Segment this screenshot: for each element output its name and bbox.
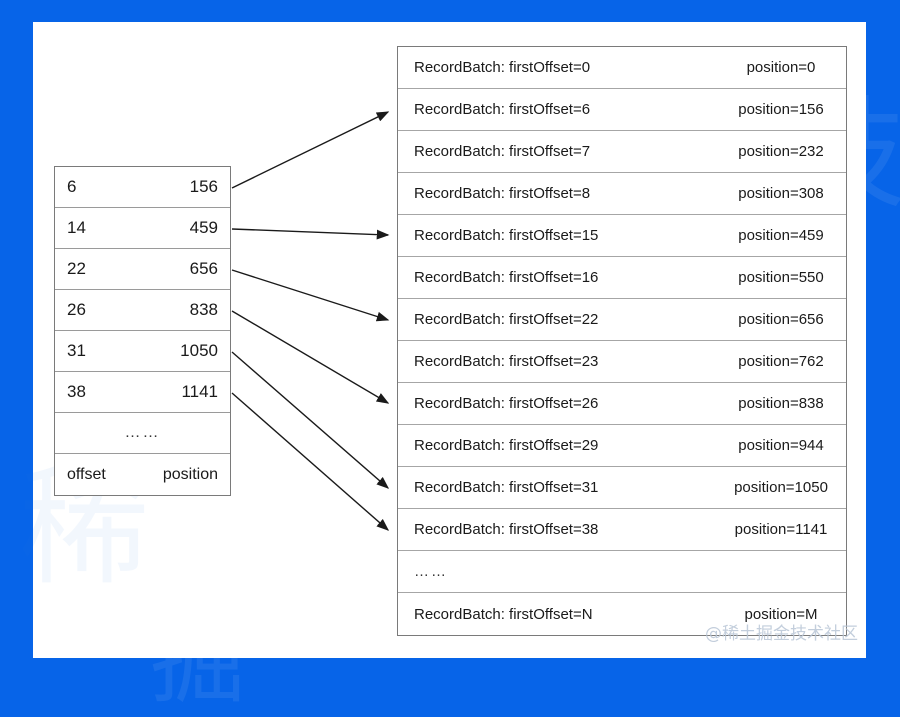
log-batch-label: RecordBatch: firstOffset=22 bbox=[414, 311, 599, 328]
arrow-offset-26-to-batch-26 bbox=[231, 310, 390, 404]
log-batch-label: RecordBatch: firstOffset=16 bbox=[414, 269, 599, 286]
index-row: 22 656 bbox=[55, 249, 230, 290]
log-batch-label: RecordBatch: firstOffset=15 bbox=[414, 227, 599, 244]
log-position-label: position=308 bbox=[738, 185, 824, 202]
index-offset-value: 6 bbox=[67, 177, 77, 196]
log-row: RecordBatch: firstOffset=8 position=308 bbox=[398, 173, 846, 215]
index-column-header-offset: offset bbox=[67, 465, 106, 483]
diagram-canvas: 稀 6 156 14 459 22 656 26 838 31 1050 bbox=[19, 22, 866, 658]
index-ellipsis-row: …… bbox=[55, 413, 230, 454]
log-batch-label: RecordBatch: firstOffset=0 bbox=[414, 59, 591, 76]
index-offset-value: 22 bbox=[67, 259, 86, 278]
blue-frame: 技 掘 稀 6 156 14 459 22 656 26 838 31 bbox=[19, 22, 900, 709]
log-ellipsis-row: …… bbox=[398, 551, 846, 593]
log-row: RecordBatch: firstOffset=22 position=656 bbox=[398, 299, 846, 341]
arrow-offset-6-to-batch-6 bbox=[231, 111, 390, 189]
log-position-label: position=232 bbox=[738, 143, 824, 160]
log-batch-label: RecordBatch: firstOffset=29 bbox=[414, 437, 599, 454]
index-position-value: 656 bbox=[189, 259, 218, 278]
index-position-value: 1050 bbox=[180, 341, 218, 360]
log-row: RecordBatch: firstOffset=0 position=0 bbox=[398, 47, 846, 89]
index-column-header-position: position bbox=[162, 465, 218, 483]
log-batch-label: RecordBatch: firstOffset=31 bbox=[414, 479, 599, 496]
log-row: RecordBatch: firstOffset=29 position=944 bbox=[398, 425, 846, 467]
arrow-offset-38-to-batch-38 bbox=[231, 392, 390, 531]
log-row: RecordBatch: firstOffset=31 position=105… bbox=[398, 467, 846, 509]
log-batch-label: RecordBatch: firstOffset=8 bbox=[414, 185, 591, 202]
log-row: RecordBatch: firstOffset=23 position=762 bbox=[398, 341, 846, 383]
log-row: RecordBatch: firstOffset=26 position=838 bbox=[398, 383, 846, 425]
arrow-offset-31-to-batch-31 bbox=[231, 351, 390, 489]
arrow-offset-14-to-batch-15 bbox=[231, 228, 390, 240]
index-position-value: 1141 bbox=[181, 382, 218, 401]
log-row: RecordBatch: firstOffset=38 position=114… bbox=[398, 509, 846, 551]
log-batch-label: RecordBatch: firstOffset=7 bbox=[414, 143, 591, 160]
site-watermark: @稀土掘金技术社区 bbox=[705, 624, 858, 644]
log-position-label: position=459 bbox=[738, 227, 824, 244]
log-batch-label: RecordBatch: firstOffset=6 bbox=[414, 101, 591, 118]
log-batch-label: RecordBatch: firstOffset=26 bbox=[414, 395, 599, 412]
log-row: RecordBatch: firstOffset=16 position=550 bbox=[398, 257, 846, 299]
index-row: 31 1050 bbox=[55, 331, 230, 372]
index-row: 38 1141 bbox=[55, 372, 230, 413]
index-position-value: 459 bbox=[189, 218, 218, 237]
log-batch-label: RecordBatch: firstOffset=38 bbox=[414, 521, 599, 538]
log-position-label: position=1050 bbox=[734, 479, 828, 496]
log-row: RecordBatch: firstOffset=7 position=232 bbox=[398, 131, 846, 173]
index-offset-value: 26 bbox=[67, 300, 86, 319]
index-offset-value: 31 bbox=[67, 341, 86, 360]
log-row: RecordBatch: firstOffset=6 position=156 bbox=[398, 89, 846, 131]
log-position-label: position=762 bbox=[738, 353, 824, 370]
log-position-label: position=M bbox=[744, 605, 818, 623]
log-position-label: position=1141 bbox=[734, 521, 828, 538]
index-row: 6 156 bbox=[55, 167, 230, 208]
log-final-row: RecordBatch: firstOffset=N position=M bbox=[398, 593, 846, 635]
log-position-label: position=0 bbox=[746, 59, 816, 76]
index-position-value: 838 bbox=[189, 300, 218, 319]
index-offset-value: 38 bbox=[67, 382, 86, 401]
log-position-label: position=550 bbox=[738, 269, 824, 286]
log-row: RecordBatch: firstOffset=15 position=459 bbox=[398, 215, 846, 257]
log-position-label: position=156 bbox=[738, 101, 824, 118]
index-row: 14 459 bbox=[55, 208, 230, 249]
log-position-label: position=838 bbox=[738, 395, 824, 412]
log-position-label: position=944 bbox=[738, 437, 824, 454]
offset-index-table: 6 156 14 459 22 656 26 838 31 1050 38 bbox=[54, 166, 231, 496]
index-footer-row: offset position bbox=[55, 454, 230, 495]
record-batch-log-table: RecordBatch: firstOffset=0 position=0 Re… bbox=[397, 46, 847, 636]
log-batch-label: RecordBatch: firstOffset=N bbox=[414, 605, 593, 623]
index-row: 26 838 bbox=[55, 290, 230, 331]
index-position-value: 156 bbox=[189, 177, 218, 196]
log-position-label: position=656 bbox=[738, 311, 824, 328]
index-offset-value: 14 bbox=[67, 218, 86, 237]
log-batch-label: RecordBatch: firstOffset=23 bbox=[414, 353, 599, 370]
arrow-offset-22-to-batch-22 bbox=[231, 269, 390, 322]
